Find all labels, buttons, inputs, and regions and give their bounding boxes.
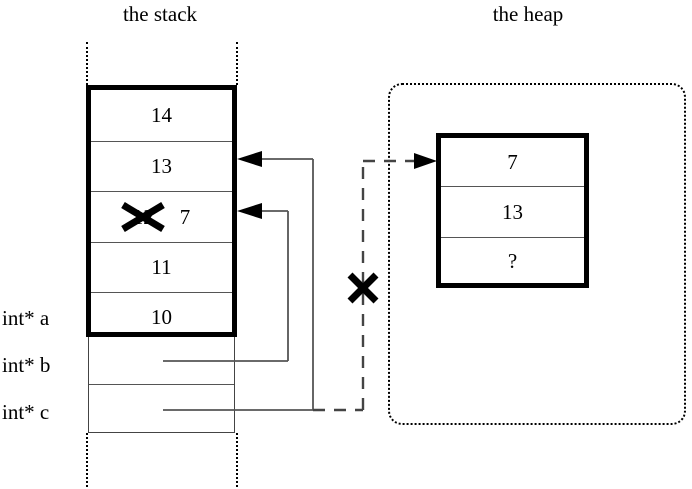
heap-cell-1: 13 <box>441 186 584 237</box>
stack-cell-0: 14 <box>91 90 232 141</box>
heap-cell-2: ? <box>441 237 584 284</box>
stack-cell-2: 12 7 <box>91 191 232 242</box>
stack-cell-2-new-value: 7 <box>179 204 191 229</box>
variable-label-c: int* c <box>2 400 50 424</box>
stack-guide-left-bottom <box>86 433 88 487</box>
heap-region <box>388 83 686 425</box>
stack-frame: 14 13 12 7 11 10 <box>86 85 237 337</box>
heap-cell-0: 7 <box>441 138 584 186</box>
heap-title: the heap <box>492 2 564 26</box>
heap-cell-1-value: 13 <box>502 199 523 224</box>
stack-cell-4-value: 10 <box>151 305 172 329</box>
heap-pointer-invalid-x-icon <box>347 272 379 304</box>
stack-cell-4: 10 <box>91 292 232 342</box>
stack-cell-2-old-value-group: 12 <box>121 202 166 232</box>
stack-cell-0-value: 14 <box>151 103 172 127</box>
heap-cell-2-value: ? <box>507 248 518 273</box>
stack-cell-1: 13 <box>91 141 232 191</box>
stack-cell-1-value: 13 <box>151 154 172 178</box>
stack-pointer-cells <box>88 337 235 433</box>
stack-guide-left <box>86 42 88 85</box>
heap-cell-0-value: 7 <box>507 149 518 174</box>
stack-cell-3-value: 11 <box>151 255 172 279</box>
variable-label-a: int* a <box>2 306 50 330</box>
stack-cell-2-value: 12 <box>132 204 154 229</box>
stack-pointer-cell-divider <box>89 384 234 385</box>
stack-guide-right <box>236 42 238 85</box>
stack-title: the stack <box>122 2 198 26</box>
variable-label-b: int* b <box>2 353 51 377</box>
stack-cell-3: 11 <box>91 242 232 292</box>
heap-block: 7 13 ? <box>436 133 589 288</box>
stack-guide-right-bottom <box>236 433 238 487</box>
